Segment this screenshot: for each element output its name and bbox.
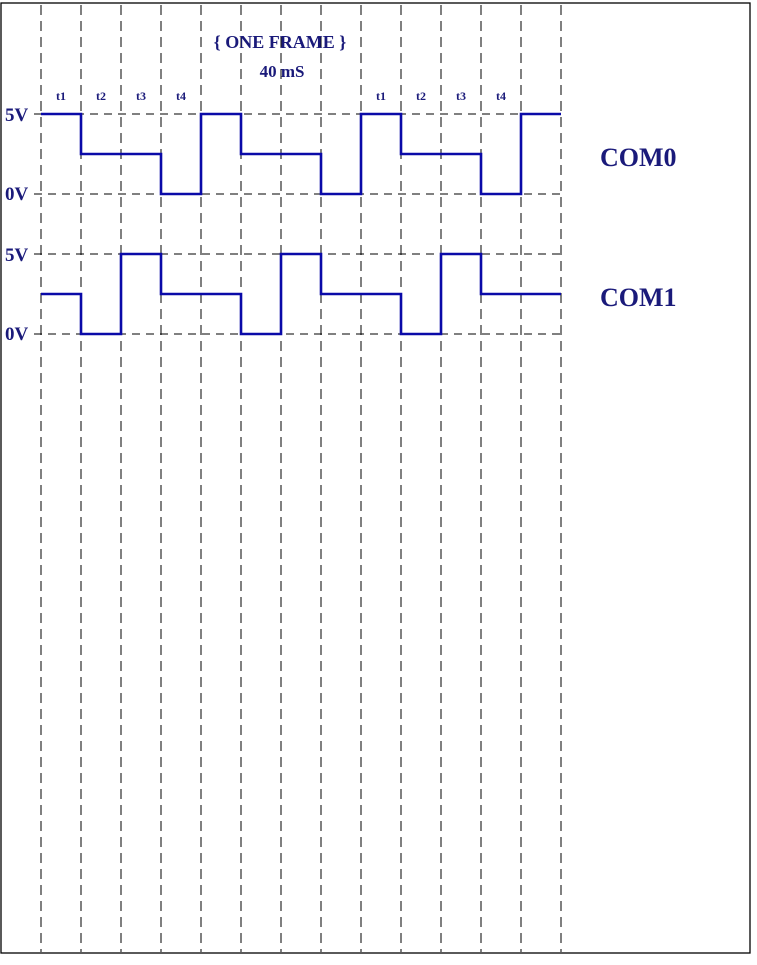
frame-duration: 40 mS xyxy=(260,62,305,81)
slot-label: t3 xyxy=(136,89,146,103)
com1-5v-label: 5V xyxy=(5,245,29,266)
com1-label: COM1 xyxy=(600,283,677,312)
horizontal-grid xyxy=(34,113,561,335)
com0-5v-label: 5V xyxy=(5,105,29,126)
diagram-border xyxy=(0,2,751,954)
com1-0v-label: 0V xyxy=(5,324,29,345)
slot-labels: t1 t2 t3 t4 t1 t2 t3 t4 xyxy=(56,89,506,103)
com0-0v-label: 0V xyxy=(5,184,29,205)
slot-label: t1 xyxy=(376,89,386,103)
com1-waveform xyxy=(41,252,561,336)
com0-label: COM0 xyxy=(600,143,677,172)
slot-label: t2 xyxy=(416,89,426,103)
frame-label: { ONE FRAME } xyxy=(214,32,347,52)
com0-waveform xyxy=(41,112,561,196)
slot-label: t3 xyxy=(456,89,466,103)
slot-label: t2 xyxy=(96,89,106,103)
vertical-grid xyxy=(40,5,562,952)
slot-label: t4 xyxy=(496,89,506,103)
slot-label: t1 xyxy=(56,89,66,103)
slot-label: t4 xyxy=(176,89,186,103)
